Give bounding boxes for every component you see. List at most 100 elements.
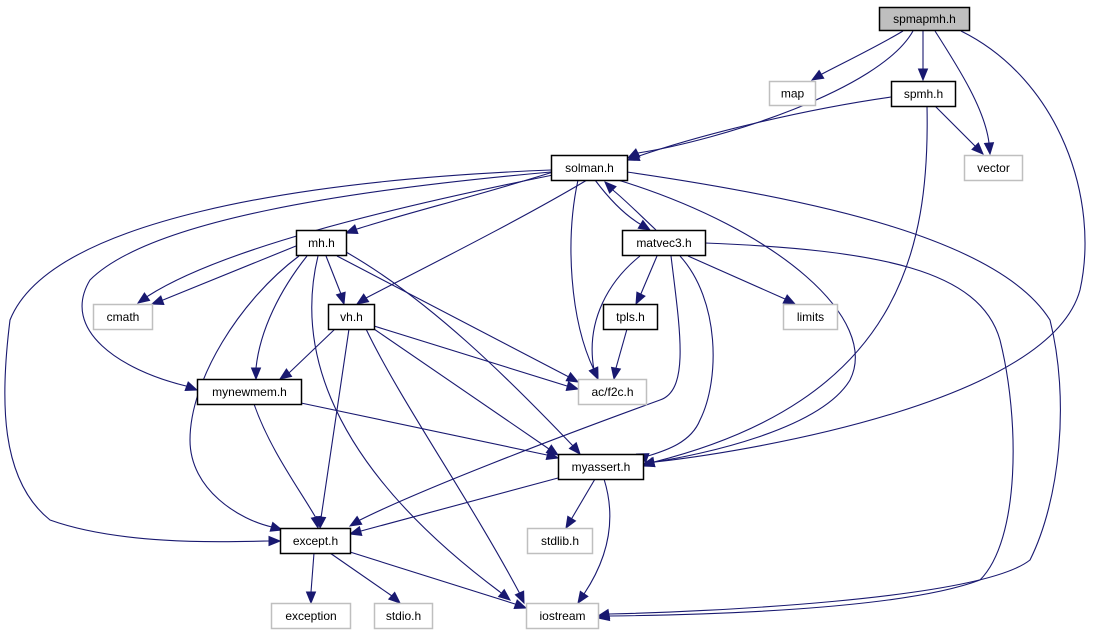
edge-except-to-iostream <box>349 551 528 609</box>
edge-line <box>365 328 521 595</box>
edge-line <box>644 255 714 458</box>
edge-myassert-to-iostream <box>577 478 611 605</box>
edge-line <box>359 255 681 521</box>
edge-line <box>336 255 568 377</box>
node-box <box>878 6 971 32</box>
edge-solman-to-vh <box>355 179 588 305</box>
arrowhead-icon <box>268 535 282 547</box>
edge-line <box>310 552 315 593</box>
arrowhead-icon <box>305 591 317 605</box>
node-vh[interactable]: vh.h <box>327 303 376 331</box>
edge-line <box>253 403 317 519</box>
node-label: map <box>781 87 805 101</box>
node-box <box>327 303 376 331</box>
node-label: matvec3.h <box>636 236 691 250</box>
edge-line <box>639 255 658 297</box>
edge-spmapmh-to-myassert <box>641 30 1086 468</box>
node-box <box>270 602 352 630</box>
edge-line <box>147 174 554 297</box>
node-solman[interactable]: solman.h <box>550 154 629 182</box>
edge-line-tail <box>146 295 149 298</box>
arrowhead-icon <box>184 381 199 391</box>
node-label: solman.h <box>565 161 614 175</box>
node-box <box>196 378 303 406</box>
edge-line <box>311 255 501 593</box>
edge-mh-to-except <box>189 255 300 532</box>
edge-except-to-exception <box>305 552 317 605</box>
edge-line-tail <box>644 456 648 459</box>
edge-line <box>591 255 641 371</box>
edge-spmh-to-myassert <box>641 105 928 467</box>
edge-vh-to-myassert <box>373 328 560 456</box>
edge-spmapmh-to-map <box>810 30 904 81</box>
edge-solman-to-matvec3 <box>594 179 652 231</box>
node-stdlib: stdlib.h <box>526 527 594 555</box>
node-matvec3[interactable]: matvec3.h <box>621 229 707 257</box>
node-limits: limits <box>782 303 839 331</box>
node-box <box>550 154 629 182</box>
arrowhead-icon <box>344 224 359 234</box>
edge-line <box>653 105 928 463</box>
node-label: mh.h <box>308 236 335 250</box>
edge-mh-to-vh <box>325 255 346 306</box>
node-exception: exception <box>270 602 352 630</box>
edge-line <box>934 105 976 147</box>
node-label: spmapmh.h <box>893 12 956 26</box>
edge-myassert-to-stdlib <box>565 478 596 530</box>
arrowhead-icon <box>565 371 580 383</box>
edge-line <box>654 30 1086 463</box>
edge-solman-to-except <box>4 169 552 547</box>
node-except[interactable]: except.h <box>279 527 352 555</box>
node-mynewmem[interactable]: mynewmem.h <box>196 378 303 406</box>
edge-mynewmem-to-except <box>253 403 321 530</box>
edge-line-tail <box>639 293 642 297</box>
node-iostream: iostream <box>525 602 600 630</box>
node-box <box>768 80 817 107</box>
edge-line <box>349 551 516 605</box>
edge-line <box>373 328 550 450</box>
node-spmapmh[interactable]: spmapmh.h <box>878 6 971 32</box>
edge-spmapmh-to-spmh <box>917 31 929 82</box>
edge-line <box>934 30 990 144</box>
node-box <box>295 229 348 257</box>
node-box <box>890 80 957 108</box>
edge-solman-to-acf2c <box>570 179 599 381</box>
arrowhead-icon <box>250 367 262 381</box>
edge-line-tail <box>499 591 502 594</box>
node-cmath: cmath <box>92 303 154 331</box>
edge-line <box>608 171 1061 615</box>
edge-line <box>608 242 1014 617</box>
edge-matvec3-to-limits <box>687 255 797 305</box>
edge-vh-to-mynewmem <box>278 328 336 380</box>
node-box <box>621 229 707 257</box>
edge-line <box>365 179 588 299</box>
arrowhead-icon <box>136 292 151 304</box>
node-spmh[interactable]: spmh.h <box>890 80 957 108</box>
edge-line-tail <box>572 445 575 448</box>
node-box <box>577 378 648 406</box>
arrowhead-icon <box>355 293 370 305</box>
arrowhead-icon <box>641 456 656 468</box>
arrowhead-icon <box>348 525 363 537</box>
node-myassert[interactable]: myassert.h <box>557 453 645 481</box>
node-tpls[interactable]: tpls.h <box>602 303 659 331</box>
node-box <box>602 303 659 331</box>
node-mh[interactable]: mh.h <box>295 229 348 257</box>
edge-mynewmem-to-myassert <box>300 402 560 461</box>
node-label: mynewmem.h <box>212 385 287 399</box>
node-box <box>782 303 839 331</box>
node-label: ac/f2c.h <box>591 385 633 399</box>
edge-vh-to-iostream <box>365 328 525 605</box>
node-map: map <box>768 80 817 107</box>
arrowhead-icon <box>610 366 622 381</box>
arrowhead-icon <box>565 380 580 392</box>
arrowhead-icon <box>310 515 321 530</box>
node-label: exception <box>285 609 336 623</box>
edge-myassert-to-except <box>348 477 559 537</box>
edge-matvec3-to-tpls <box>635 255 658 306</box>
arrowhead-icon <box>917 68 929 82</box>
node-box <box>279 527 352 555</box>
edge-spmapmh-to-vector <box>934 30 995 156</box>
arrowhead-icon <box>387 591 401 604</box>
edge-vh-to-except <box>315 328 350 530</box>
